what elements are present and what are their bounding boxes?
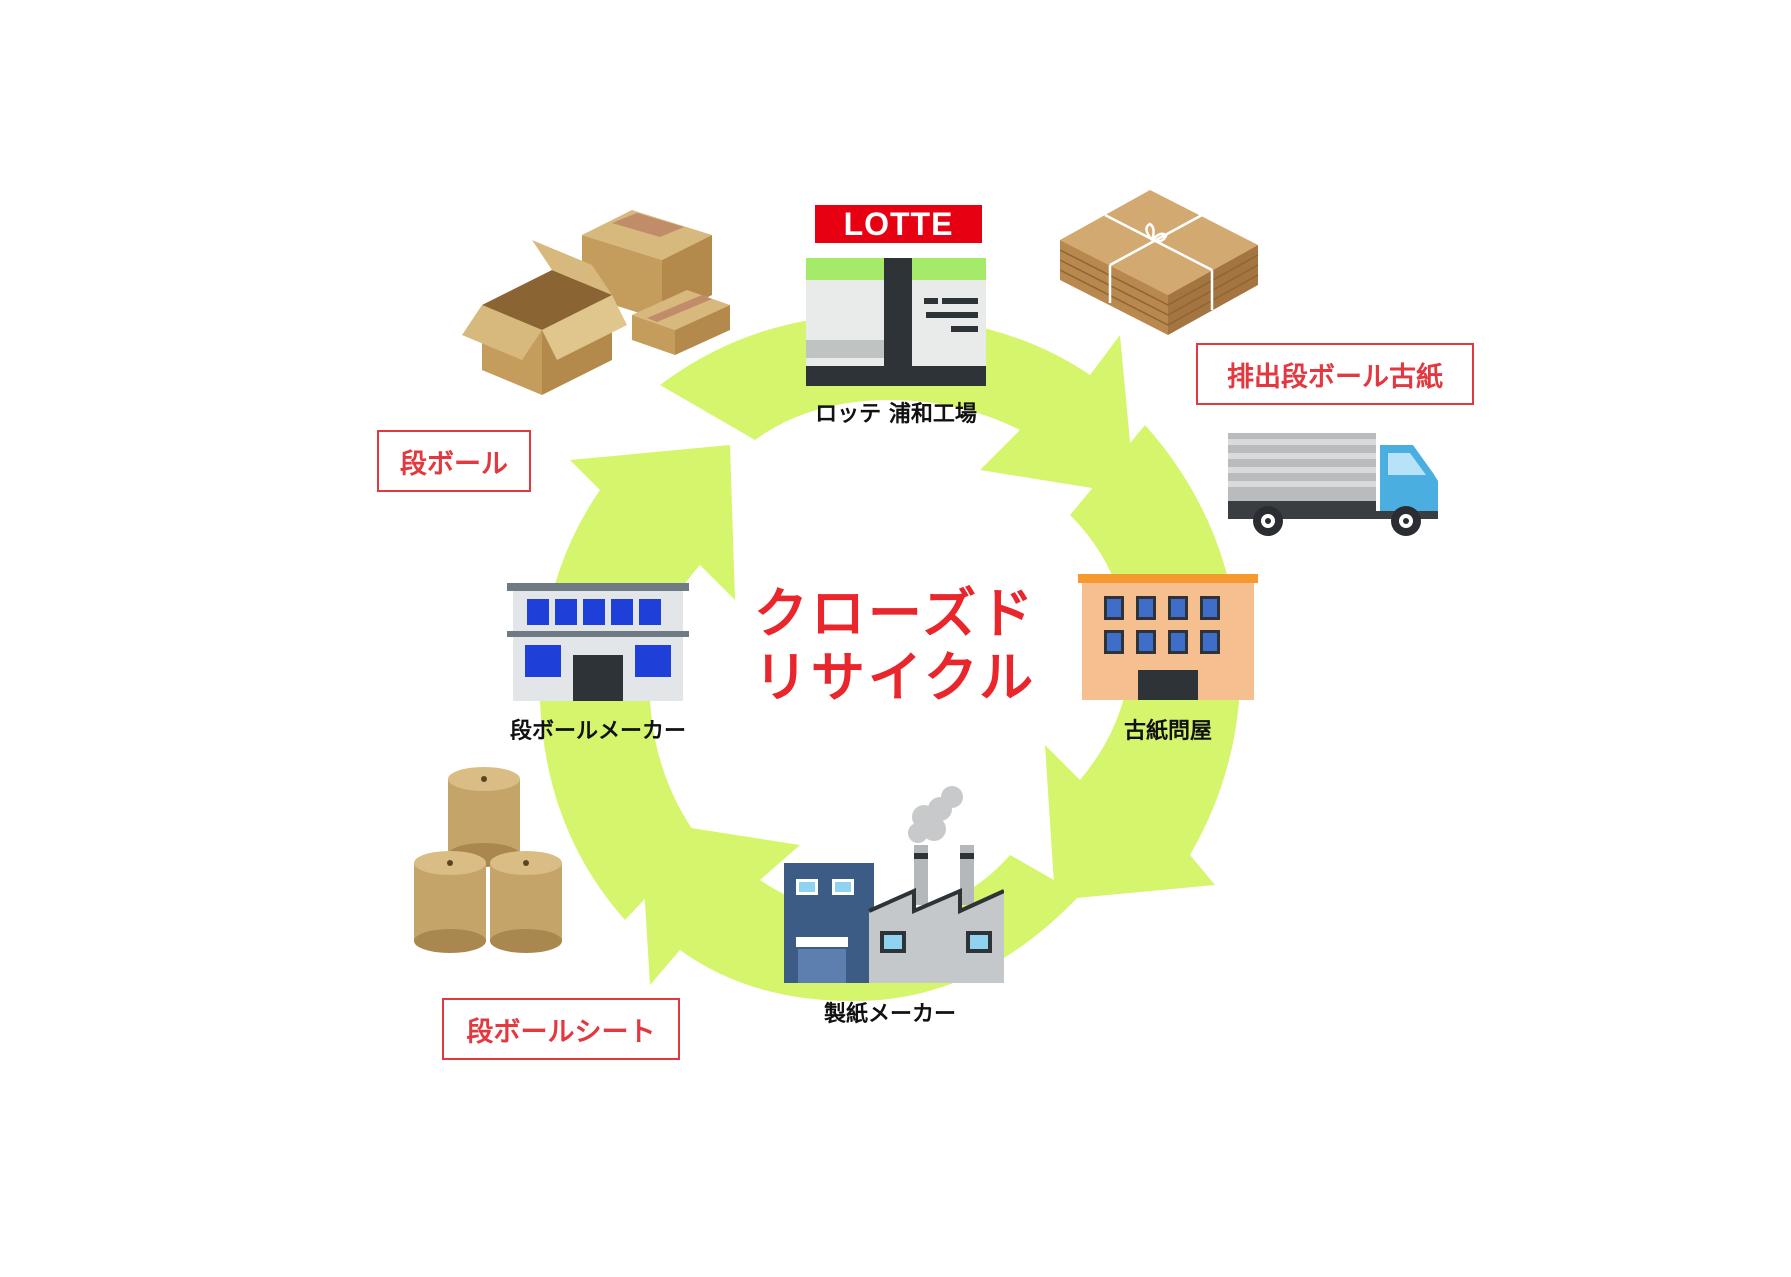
node-label-factory: ロッテ 浦和工場 [815, 402, 977, 427]
node-label-paper-maker: 製紙メーカー [823, 1002, 956, 1027]
node-label-cardboard-maker: 段ボールメーカー [509, 719, 686, 744]
node-label-wastepaper-dealer: 古紙問屋 [1123, 719, 1212, 744]
tag-waste-cardboard: 排出段ボール古紙 [1196, 343, 1474, 405]
cardboard-factory-icon [507, 583, 689, 701]
lotte-logo-text: LOTTE [843, 205, 954, 242]
lotte-logo: LOTTE [815, 205, 982, 243]
tag-cardboard: 段ボール [377, 430, 531, 492]
cardboard-boxes-icon [462, 210, 730, 395]
warehouse-building-icon [1078, 574, 1258, 700]
center-title-line1: クローズド [753, 582, 1037, 645]
center-title-line2: リサイクル [753, 646, 1037, 709]
paper-rolls-icon [414, 767, 562, 953]
factory-building-icon [806, 258, 986, 386]
tag-cardboard-sheet: 段ボールシート [442, 998, 680, 1060]
arrow-top-right [660, 314, 1135, 495]
flattened-cardboard-bundle-icon [1060, 190, 1259, 335]
truck-icon [1228, 433, 1438, 536]
paper-mill-icon [784, 786, 1004, 983]
